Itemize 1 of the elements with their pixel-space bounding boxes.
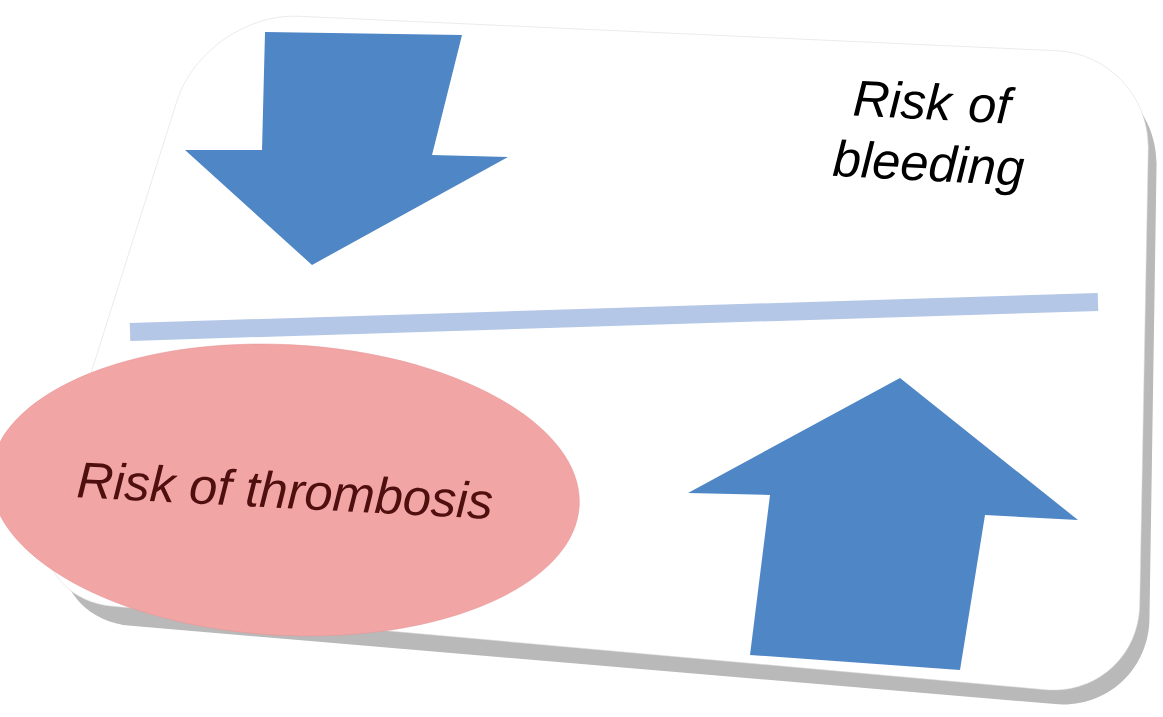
caption-text: Risk of bleeding xyxy=(832,80,1025,196)
